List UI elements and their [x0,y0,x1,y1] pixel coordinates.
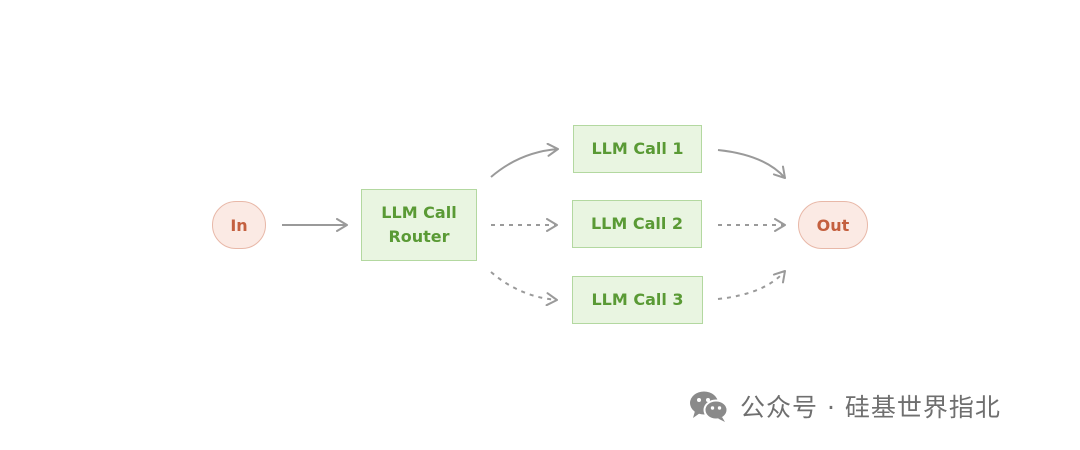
node-llm-call-3: LLM Call 3 [572,276,703,324]
watermark: 公众号 · 硅基世界指北 [688,386,1001,426]
arrow-router-to-call1 [490,142,559,178]
node-llm-call-router: LLM Call Router [361,189,477,261]
arrow-call1-to-out [717,149,786,179]
node-out: Out [798,201,868,249]
wechat-icon [690,391,729,422]
arrow-router-to-call3 [490,271,558,307]
node-in: In [212,201,266,249]
arrow-call3-to-out [717,270,786,300]
watermark-text: 公众号 · 硅基世界指北 [740,393,1001,422]
node-llm-call-1: LLM Call 1 [573,125,702,173]
node-llm-call-2: LLM Call 2 [572,200,702,248]
